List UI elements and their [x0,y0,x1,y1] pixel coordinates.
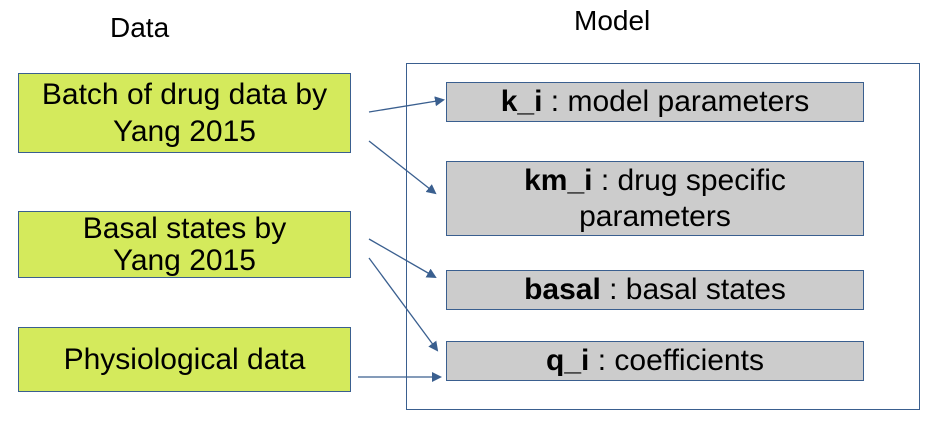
param-desc-k-i: : model parameters [542,85,810,118]
param-text-q-i: q_i : coefficients [546,343,764,379]
param-key-km-i: km_i [524,163,593,197]
arrow-basal-to-basal-param [368,238,437,278]
param-text-km-i: km_i : drug specific parameters [490,163,820,235]
source-box-physiological-data: Physiological data [18,327,351,392]
param-box-km-i: km_i : drug specific parameters [446,161,864,236]
param-key-basal: basal [524,273,601,306]
source-label-basal: Basal states by Yang 2015 [82,211,287,277]
param-key-q-i: q_i [546,344,590,377]
param-desc-q-i: : coefficients [589,344,764,377]
param-box-q-i: q_i : coefficients [446,341,864,381]
source-box-batch-drug-data: Batch of drug data by Yang 2015 [18,73,351,153]
arrow-basal-to-q-i [368,257,439,352]
param-desc-km-i: : drug specific parameters [579,163,786,233]
source-box-basal-states: Basal states by Yang 2015 [18,211,351,278]
arrow-batch-to-km-i [368,140,437,195]
param-box-k-i: k_i : model parameters [446,82,864,122]
data-heading: Data [110,12,170,43]
model-heading: Model [574,5,651,36]
arrow-batch-to-k-i [368,96,445,113]
source-label-batch: Batch of drug data by Yang 2015 [41,78,328,148]
param-desc-basal: : basal states [600,273,786,306]
param-text-basal: basal : basal states [524,272,786,308]
param-text-k-i: k_i : model parameters [501,84,810,120]
source-label-physiological: Physiological data [63,343,306,376]
param-box-basal: basal : basal states [446,270,864,310]
param-key-k-i: k_i [500,85,543,118]
